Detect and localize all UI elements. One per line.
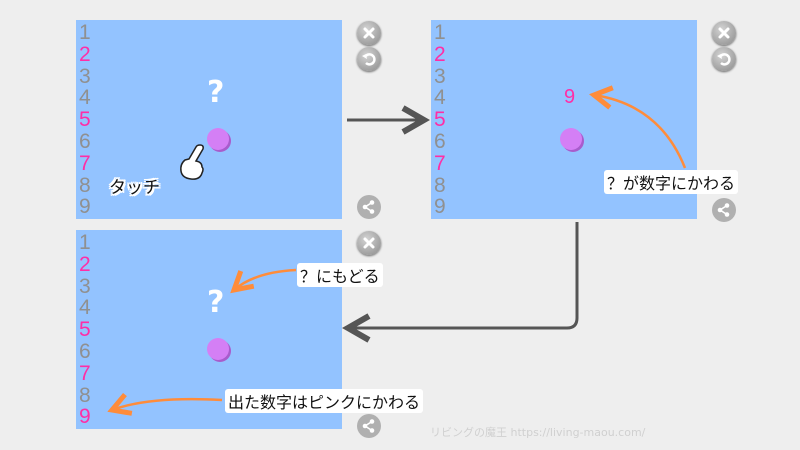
number-1: 1: [79, 21, 91, 44]
number-8: 8: [79, 383, 91, 407]
number-3: 3: [79, 274, 91, 298]
number-6: 6: [79, 339, 91, 363]
undo-icon[interactable]: [357, 47, 381, 71]
result-number: 9: [564, 86, 576, 108]
number-1: 1: [79, 231, 91, 254]
number-4: 4: [79, 296, 91, 320]
number-2: 2: [434, 42, 446, 66]
number-8: 8: [434, 173, 446, 197]
number-7: 7: [79, 151, 91, 175]
undo-icon[interactable]: [712, 47, 736, 71]
number-2: 2: [79, 252, 91, 276]
touch-button[interactable]: [560, 128, 582, 150]
touch-button[interactable]: [207, 338, 229, 360]
touch-button[interactable]: [207, 128, 229, 150]
watermark: リビングの魔王 https://living-maou.com/: [430, 426, 646, 439]
share-icon[interactable]: [712, 198, 736, 222]
number-9: 9: [79, 195, 91, 219]
number-3: 3: [434, 64, 446, 88]
number-9: 9: [434, 195, 446, 219]
number-7: 7: [434, 151, 446, 175]
number-3: 3: [79, 64, 91, 88]
return-caption: ？にもどる: [297, 263, 383, 287]
close-icon[interactable]: [712, 21, 736, 45]
number-7: 7: [79, 361, 91, 385]
close-icon[interactable]: [357, 231, 381, 255]
change-caption: ？が数字にかわる: [604, 170, 739, 194]
share-icon[interactable]: [357, 195, 381, 219]
number-8: 8: [79, 173, 91, 197]
number-1: 1: [434, 21, 446, 44]
number-4: 4: [79, 86, 91, 110]
share-icon[interactable]: [357, 414, 381, 438]
close-icon[interactable]: [357, 21, 381, 45]
question-mark: ?: [207, 75, 225, 110]
pointing-hand-icon: [180, 144, 204, 180]
pink-caption: 出た数字はピンクにかわる: [225, 389, 424, 413]
touch-caption: タッチ: [109, 178, 160, 198]
question-mark: ?: [207, 285, 225, 320]
number-6: 6: [79, 129, 91, 153]
number-9: 9: [79, 405, 91, 429]
number-4: 4: [434, 86, 446, 110]
number-2: 2: [79, 42, 91, 66]
number-5: 5: [79, 108, 91, 132]
number-5: 5: [79, 318, 91, 342]
number-6: 6: [434, 129, 446, 153]
number-5: 5: [434, 108, 446, 132]
